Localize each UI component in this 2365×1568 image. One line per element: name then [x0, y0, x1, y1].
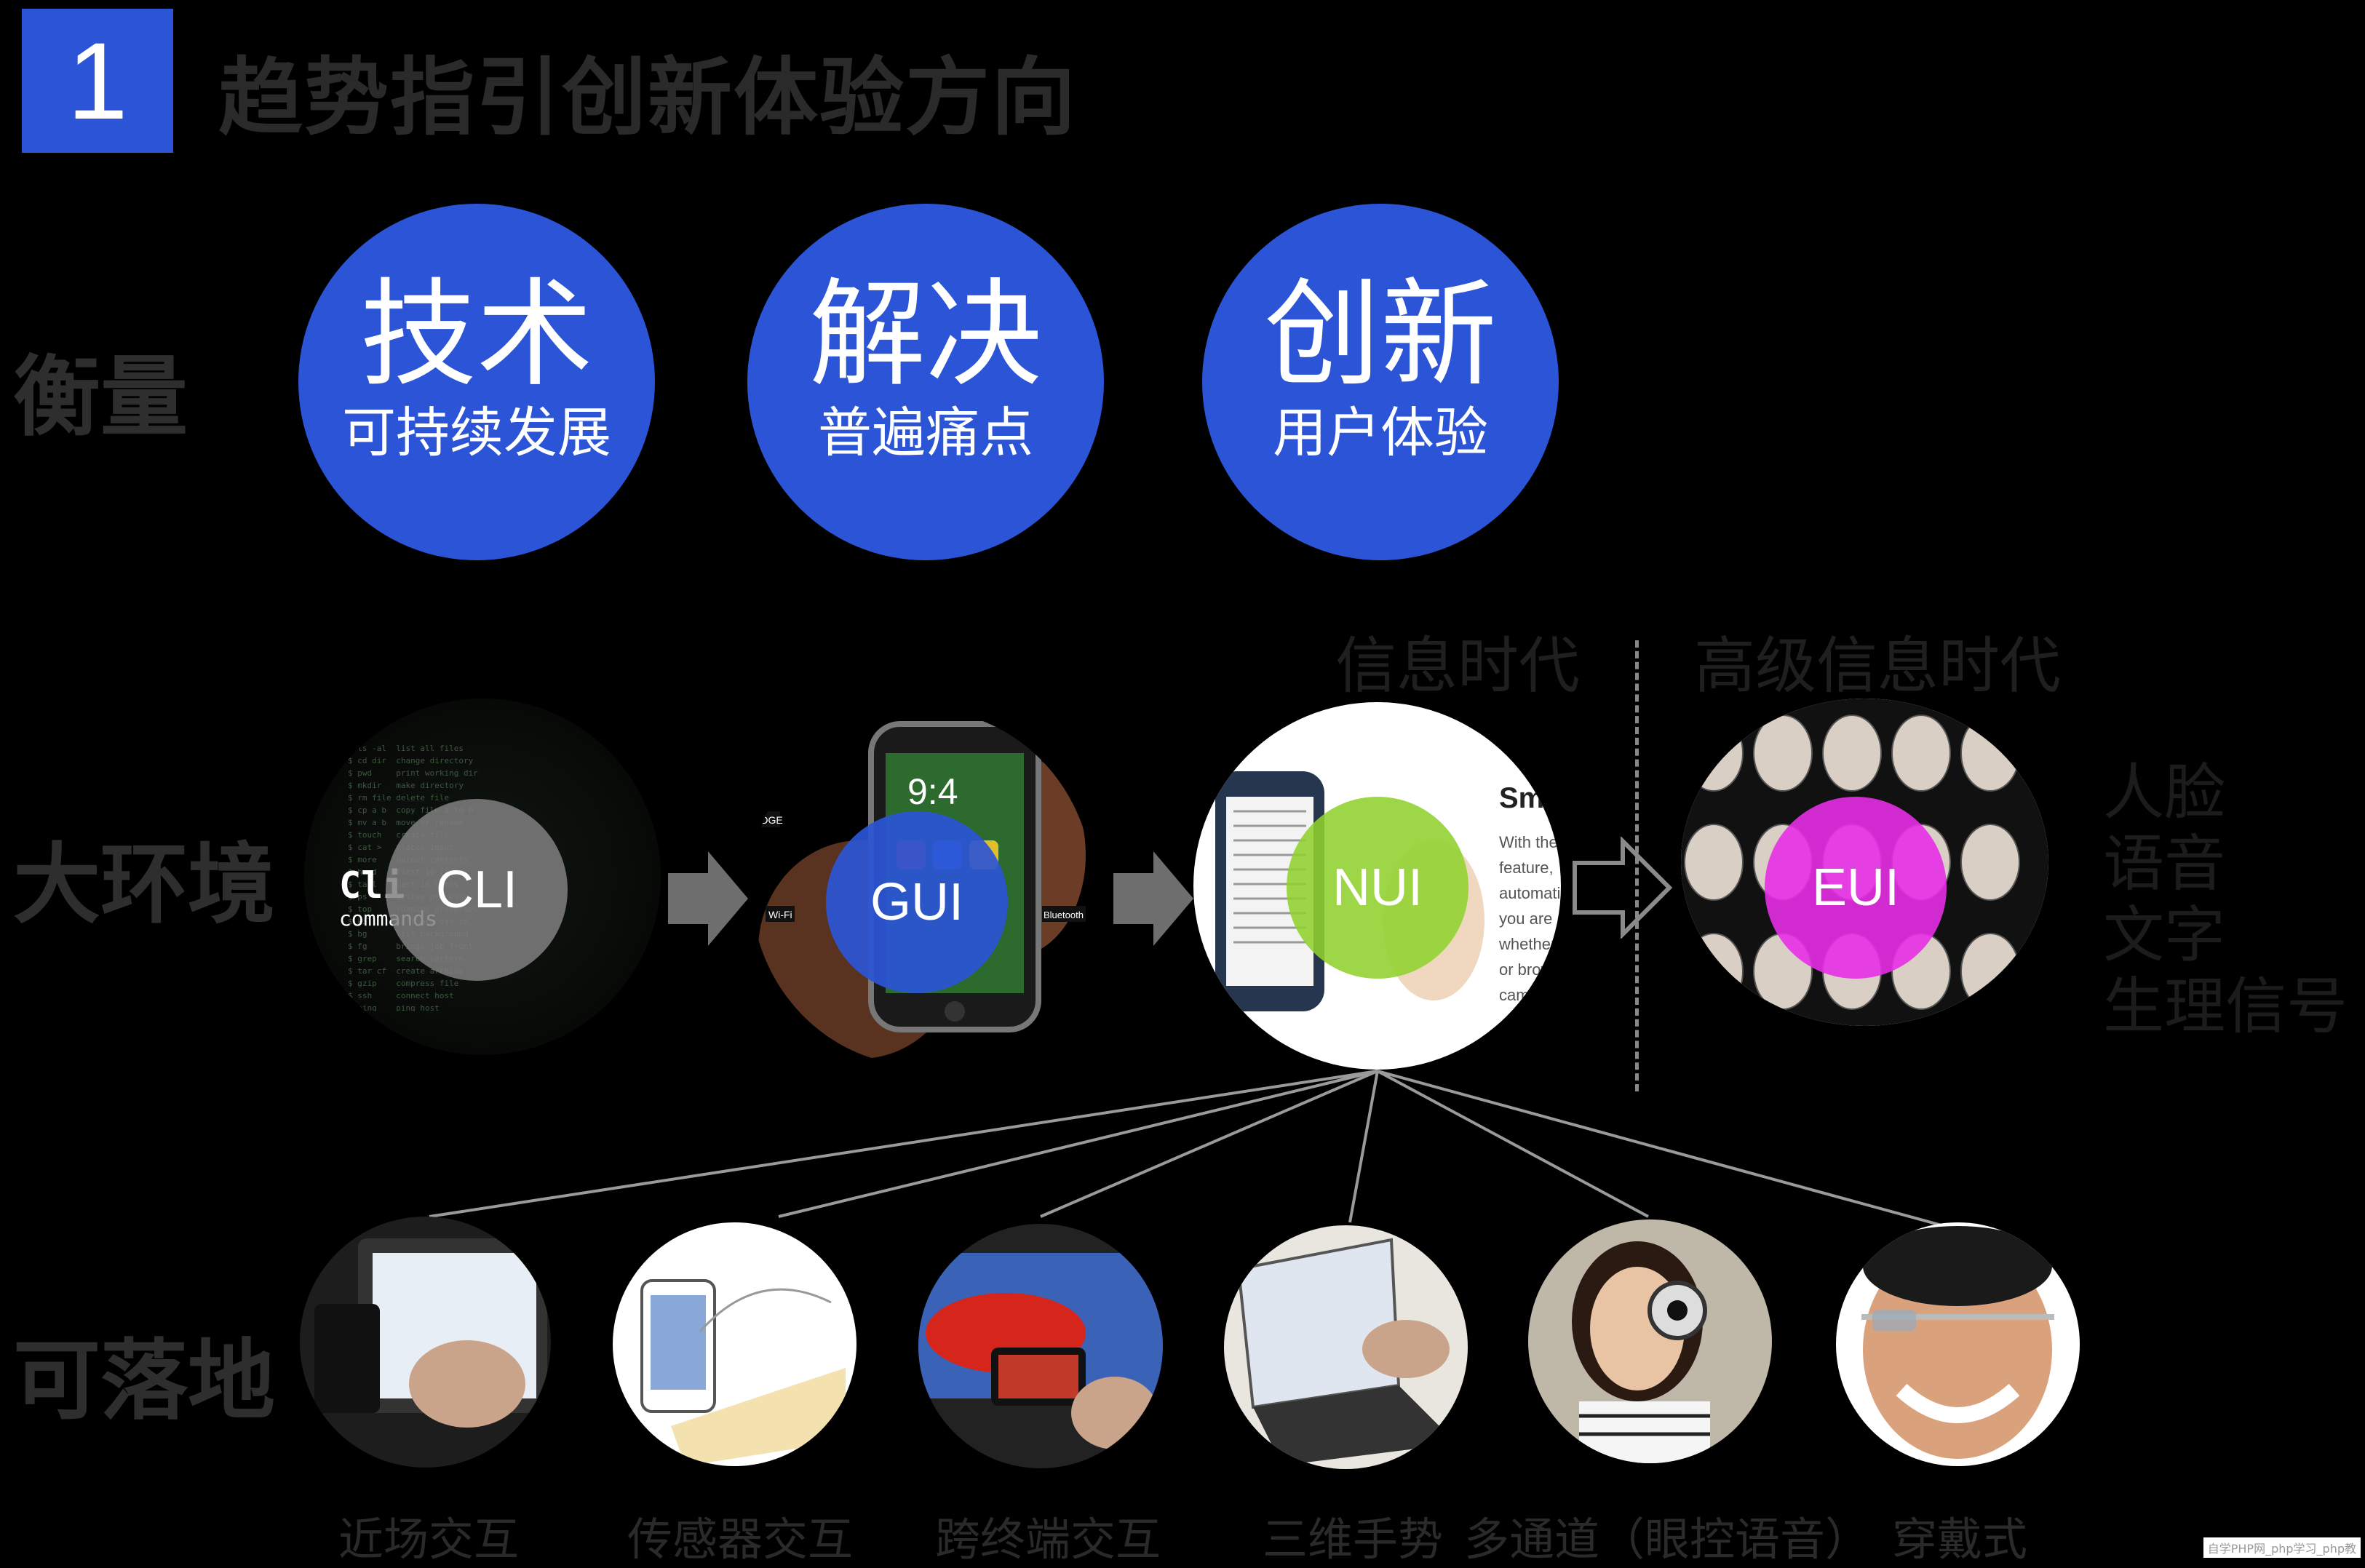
svg-text:Bluetooth: Bluetooth [1044, 910, 1084, 920]
cross-device-image [918, 1224, 1163, 1468]
cli-tag: CLI [386, 799, 568, 981]
svg-text:feature,: feature, [1499, 859, 1554, 877]
nui-tag: NUI [1287, 797, 1468, 979]
tv-phone-icon [918, 1253, 1163, 1449]
eui-input-list: 人脸 语音 文字 生理信号 [2103, 757, 2348, 1042]
era-label-info: 信息时代 [1335, 630, 1581, 701]
svg-text:Wi-Fi: Wi-Fi [768, 909, 792, 920]
principle-innovation: 创新 用户体验 [1202, 204, 1559, 560]
principle-small-text: 用户体验 [1273, 402, 1488, 464]
label-multichannel: 多通道（眼控语音） [1464, 1513, 1871, 1566]
page-title: 趋势指引创新体验方向 [218, 49, 1077, 147]
arrow-right-icon [668, 851, 748, 946]
svg-text:you are: you are [1499, 910, 1552, 928]
label-3d-gesture: 三维手势 [1263, 1513, 1444, 1566]
section-number: 1 [22, 9, 173, 153]
near-field-image [300, 1217, 551, 1468]
gui-tag: GUI [826, 811, 1008, 993]
label-cross-device: 跨终端交互 [935, 1513, 1161, 1566]
hollow-arrow-right-icon [1573, 837, 1673, 939]
multichannel-image [1528, 1219, 1772, 1463]
label-wearable: 穿戴式 [1892, 1513, 2028, 1566]
svg-text:whether: whether [1498, 935, 1556, 953]
label-near-field: 近场交互 [338, 1513, 520, 1566]
row-label-measure: 衡量 [13, 347, 188, 448]
eui-input-text: 文字 [2103, 899, 2226, 971]
svg-text:automatic: automatic [1499, 884, 1561, 902]
row-label-landing: 可落地 [13, 1331, 275, 1432]
principle-technology: 技术 可持续发展 [298, 204, 655, 560]
principle-solve: 解决 普遍痛点 [747, 204, 1104, 560]
eui-input-voice: 语音 [2103, 828, 2226, 899]
label-sensor: 传感器交互 [627, 1513, 854, 1566]
eui-tag: EUI [1765, 797, 1947, 979]
arrow-right-icon [1113, 851, 1193, 946]
row-label-environment: 大环境 [13, 835, 275, 936]
principle-small-text: 可持续发展 [342, 402, 611, 464]
wearable-image [1836, 1222, 2080, 1466]
eui-input-face: 人脸 [2103, 757, 2226, 828]
principle-big-text: 技术 [359, 266, 593, 402]
era-label-advanced: 高级信息时代 [1694, 630, 2062, 701]
watermark: 自学PHP网_php学习_php教 [2203, 1537, 2361, 1558]
eui-input-biosignal: 生理信号 [2103, 971, 2348, 1042]
svg-text:With the: With the [1499, 833, 1558, 851]
woman-eye-device-icon [1572, 1241, 1710, 1463]
sensor-image [613, 1222, 856, 1466]
svg-text:9:4: 9:4 [907, 771, 958, 812]
phone-keyboard-icon [640, 1279, 846, 1466]
principle-big-text: 创新 [1263, 266, 1497, 402]
tablet-touch-icon [314, 1238, 547, 1428]
era-divider [1635, 640, 1639, 1091]
smart-glasses-face-icon [1861, 1226, 2054, 1459]
laptop-gesture-icon [1236, 1238, 1457, 1465]
principle-big-text: 解决 [808, 266, 1042, 402]
nui-image: Sm With the feature, automatic you are w… [1193, 702, 1561, 1070]
gesture-3d-image [1224, 1225, 1468, 1469]
principle-small-text: 普遍痛点 [818, 402, 1033, 464]
